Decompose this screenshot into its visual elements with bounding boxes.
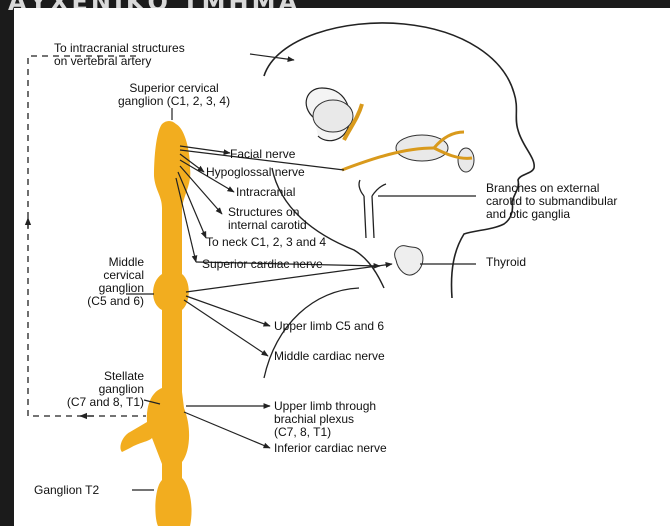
label-inferior-cardiac: Inferior cardiac nerve — [274, 442, 387, 455]
label-superior-ganglion: Superior cervical ganglion (C1, 2, 3, 4) — [118, 82, 230, 108]
line-middle-cardiac — [184, 300, 268, 356]
sublingual-gland — [458, 148, 474, 172]
label-superior-cardiac: Superior cardiac nerve — [202, 258, 323, 271]
diagram-panel: To intracranial structures on vertebral … — [14, 8, 670, 526]
parotid-gland — [313, 100, 353, 132]
thyroid-gland — [395, 246, 423, 275]
label-neck: To neck C1, 2, 3 and 4 — [206, 236, 326, 249]
label-thyroid: Thyroid — [486, 256, 526, 269]
label-middle-ganglion: Middle cervical ganglion (C5 and 6) — [44, 256, 144, 308]
line-upper-limb-c5 — [186, 296, 270, 326]
label-facial-nerve: Facial nerve — [230, 148, 295, 161]
label-hypoglossal-nerve: Hypoglossal nerve — [206, 166, 305, 179]
label-intracranial: Intracranial — [236, 186, 295, 199]
line-inferior-cardiac — [184, 412, 270, 448]
label-intracranial-vertebral: To intracranial structures on vertebral … — [54, 42, 185, 68]
label-external-carotid: Branches on external carotid to submandi… — [486, 182, 617, 221]
label-upper-limb-c5: Upper limb C5 and 6 — [274, 320, 384, 333]
dashed-connector — [28, 56, 146, 416]
label-upper-limb-brachial: Upper limb through brachial plexus (C7, … — [274, 400, 376, 439]
sympathetic-trunk — [120, 121, 191, 526]
shoulder-curve — [264, 288, 359, 378]
label-middle-cardiac: Middle cardiac nerve — [274, 350, 385, 363]
label-stellate-ganglion: Stellate ganglion (C7 and 8, T1) — [20, 370, 144, 409]
carotid-vessel — [359, 180, 386, 238]
label-ganglion-t2: Ganglion T2 — [34, 484, 99, 497]
intracranial-arrow — [250, 54, 294, 60]
label-internal-carotid: Structures on internal carotid — [228, 206, 307, 232]
